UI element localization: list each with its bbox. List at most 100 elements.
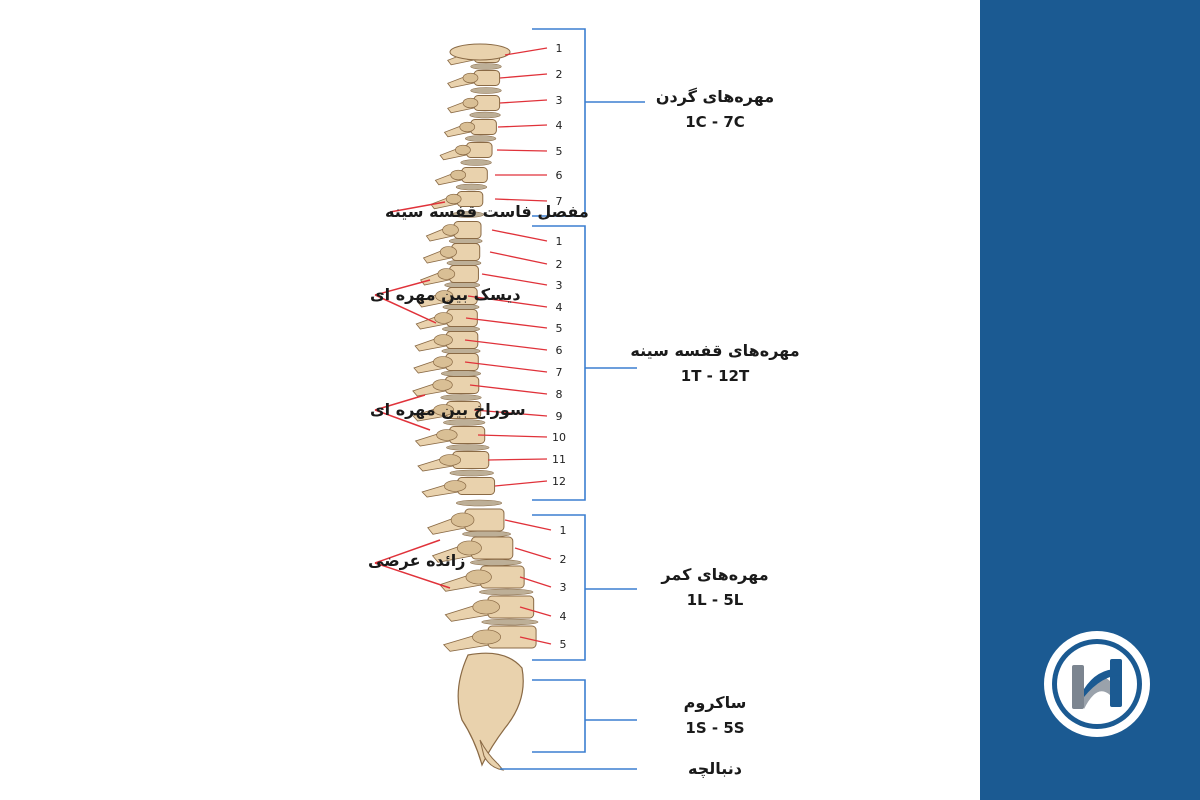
vertebra-arch bbox=[455, 144, 471, 156]
vertebra-number: 6 bbox=[556, 169, 563, 182]
annotation-leader bbox=[374, 562, 451, 589]
region-code: 1C - 7C bbox=[685, 113, 745, 131]
intervertebral-disc bbox=[455, 183, 488, 191]
intervertebral-disc bbox=[440, 394, 482, 401]
vertebra-leader bbox=[473, 409, 548, 417]
vertebra-number: 2 bbox=[556, 68, 563, 81]
vertebra-arch bbox=[450, 512, 475, 528]
annotation-leader bbox=[374, 294, 437, 324]
vertebra-arch bbox=[437, 268, 456, 280]
region-name: ساکروم bbox=[684, 693, 747, 712]
annotation-leader bbox=[374, 394, 426, 411]
vertebra-leader bbox=[514, 547, 552, 560]
vertebra-arch bbox=[472, 599, 500, 615]
annotation-intervertebral-disc: دیسک بین مهره ای bbox=[370, 285, 521, 304]
annotation-leader bbox=[374, 279, 431, 296]
coccyx bbox=[479, 739, 505, 771]
intervertebral-disc bbox=[470, 63, 502, 70]
vertebra-number: 8 bbox=[556, 388, 563, 401]
intervertebral-disc bbox=[443, 419, 486, 426]
annotation-transverse-process: زائده عرضی bbox=[368, 551, 466, 570]
vertebra-leader bbox=[519, 576, 552, 588]
vertebra-arch bbox=[439, 246, 457, 258]
vertebra-leader bbox=[494, 198, 548, 202]
vertebra-number: 1 bbox=[560, 524, 567, 537]
vertebra-arch bbox=[435, 290, 454, 302]
intervertebral-disc bbox=[440, 370, 482, 377]
vertebra-number: 3 bbox=[556, 94, 563, 107]
vertebra-arch bbox=[433, 404, 455, 416]
vertebra-number: 2 bbox=[556, 258, 563, 271]
intervertebral-disc bbox=[469, 111, 501, 119]
region-bracket bbox=[532, 28, 586, 217]
vertebra-number: 4 bbox=[560, 610, 567, 623]
vertebra-number: 1 bbox=[556, 42, 563, 55]
vertebra-number: 2 bbox=[560, 553, 567, 566]
vertebra-leader bbox=[504, 519, 552, 531]
vertebra-arch bbox=[462, 97, 479, 109]
intervertebral-disc bbox=[479, 588, 534, 596]
vertebra-number: 5 bbox=[556, 322, 563, 335]
vertebra-arch bbox=[432, 379, 453, 391]
annotation-leader bbox=[389, 201, 446, 213]
circular-n-logo-icon bbox=[1044, 631, 1150, 737]
vertebra-arch bbox=[436, 429, 458, 441]
vertebra-number: 10 bbox=[552, 431, 566, 444]
sacrum bbox=[457, 652, 524, 767]
region-name: مهره‌های قفسه سینه bbox=[630, 341, 799, 360]
vertebra-arch bbox=[472, 629, 501, 645]
vertebra-arch bbox=[459, 121, 476, 133]
vertebra-arch bbox=[434, 312, 453, 324]
region-name: مهره‌های کمر bbox=[660, 565, 768, 584]
vertebra-arch bbox=[433, 356, 453, 368]
vertebra-number: 5 bbox=[560, 638, 567, 651]
vertebra-number: 5 bbox=[556, 145, 563, 158]
region-coccyx-label: دنبالچه bbox=[688, 759, 742, 779]
vertebra-leader bbox=[499, 73, 548, 79]
vertebra-number: 3 bbox=[560, 581, 567, 594]
vertebra-leader bbox=[465, 317, 548, 329]
intervertebral-disc bbox=[446, 444, 490, 451]
region-bracket bbox=[532, 225, 586, 501]
region-brackets bbox=[500, 28, 645, 770]
region-code: 1L - 5L bbox=[687, 591, 744, 609]
region-bracket bbox=[532, 514, 586, 661]
intervertebral-disc bbox=[462, 530, 511, 538]
vertebra-leader bbox=[489, 251, 548, 265]
vertebra-leader bbox=[487, 458, 548, 461]
vertebra-leader bbox=[477, 434, 548, 438]
vertebra-leader bbox=[464, 361, 548, 373]
vertebra-leader bbox=[519, 606, 552, 617]
vertebra-arch bbox=[443, 480, 467, 492]
vertebra-leader bbox=[491, 229, 548, 242]
region-name: مهره‌های گردن bbox=[656, 87, 774, 106]
intervertebral-disc bbox=[465, 135, 497, 142]
spine-illustration bbox=[412, 43, 539, 771]
intervertebral-disc bbox=[470, 87, 502, 94]
vertebra-number: 7 bbox=[556, 366, 563, 379]
region-bracket bbox=[532, 679, 586, 753]
region-code: 1T - 12T bbox=[681, 367, 750, 385]
region-cervical-label: مهره‌های گردن 1C - 7C bbox=[656, 87, 774, 131]
intervertebral-disc bbox=[449, 469, 494, 477]
annotation-leader bbox=[374, 539, 441, 564]
region-code: 1S - 5S bbox=[685, 719, 744, 737]
annotation-intervertebral-foramen: سوراخ بین مهره ای bbox=[370, 400, 526, 419]
vertebra-arch bbox=[439, 454, 462, 466]
vertebra-leader bbox=[494, 480, 548, 487]
vertebra-arch bbox=[456, 540, 482, 556]
annotation-facet-joint: مفصل فاست قفسه سینه bbox=[385, 202, 589, 221]
vertebra-arch bbox=[450, 169, 467, 181]
vertebra-number: 9 bbox=[556, 410, 563, 423]
vertebra-leader bbox=[481, 273, 548, 286]
vertebra-leader bbox=[499, 99, 548, 104]
intervertebral-disc bbox=[470, 559, 522, 566]
vertebra-leader bbox=[469, 384, 548, 395]
vertebra-number: 1 bbox=[556, 235, 563, 248]
vertebra-leader bbox=[496, 149, 548, 152]
intervertebral-disc bbox=[451, 211, 484, 218]
vertebra-number: 4 bbox=[556, 301, 563, 314]
intervertebral-disc bbox=[455, 499, 503, 507]
vertebra-leader bbox=[464, 339, 548, 351]
vertebra-number: 11 bbox=[552, 453, 566, 466]
